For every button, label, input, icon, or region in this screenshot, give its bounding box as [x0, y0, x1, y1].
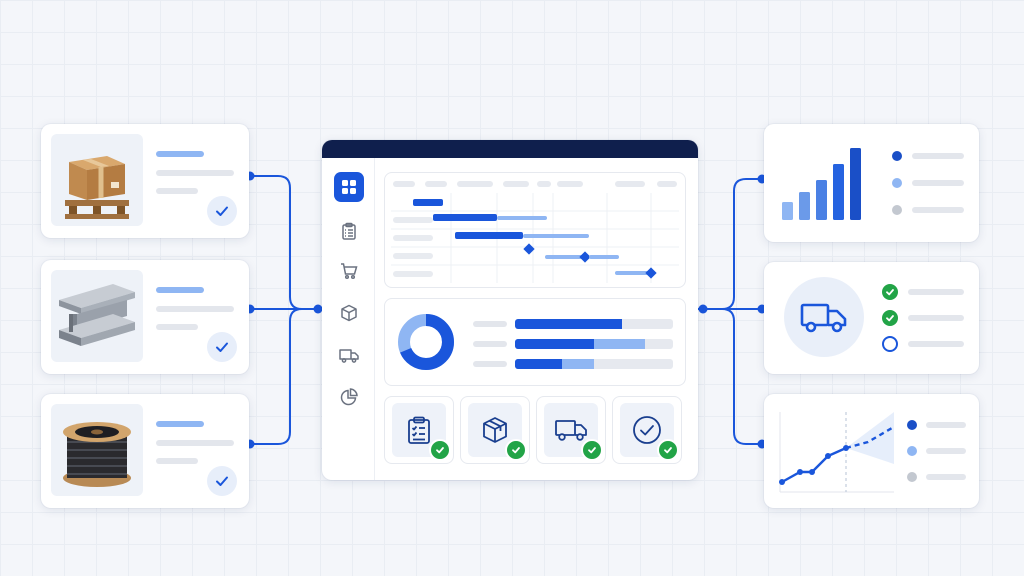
cart-icon: [341, 263, 358, 280]
sidebar-item-orders[interactable]: [334, 216, 364, 246]
window-titlebar: [322, 140, 698, 158]
output-card-forecast[interactable]: [764, 394, 979, 508]
text-placeholder: [156, 324, 198, 330]
legend-dot-light: [907, 446, 917, 456]
text-placeholder: [156, 188, 198, 194]
input-card-cable-spool[interactable]: [41, 394, 249, 508]
package-icon: [483, 417, 507, 443]
label-placeholder: [473, 341, 507, 347]
dashboard-window: [322, 140, 698, 480]
bar-chart-icon: [782, 148, 861, 220]
check-icon: [886, 289, 894, 296]
check-icon: [216, 476, 228, 486]
clipboard-icon: [342, 222, 356, 240]
thumbnail: [51, 270, 143, 362]
status-complete: [882, 284, 898, 300]
thumbnail: [51, 134, 143, 226]
gantt-panel: [384, 172, 686, 288]
success-check-badge: [505, 439, 527, 461]
empty-circle-icon: [882, 336, 898, 352]
title-placeholder: [156, 151, 204, 157]
label-placeholder: [473, 361, 507, 367]
check-icon: [216, 206, 228, 216]
package-icon: [341, 304, 357, 322]
check-icon: [216, 342, 228, 352]
text-placeholder: [156, 458, 198, 464]
pie-chart-icon: [340, 388, 358, 406]
cable-spool-icon: [63, 422, 131, 487]
truck-icon: [800, 303, 847, 333]
sidebar-item-dashboard[interactable]: [334, 172, 364, 202]
box-pallet-icon: [65, 156, 129, 219]
sidebar-item-cart[interactable]: [334, 256, 364, 286]
input-card-box-pallet[interactable]: [41, 124, 249, 238]
title-placeholder: [156, 421, 204, 427]
check-icon: [588, 447, 596, 454]
legend-label-placeholder: [926, 474, 966, 480]
check-circle-icon: [633, 416, 661, 444]
legend-dot-gray: [892, 205, 902, 215]
legend-dot-light: [892, 178, 902, 188]
status-complete: [882, 310, 898, 326]
check-icon: [886, 315, 894, 322]
legend-label-placeholder: [926, 448, 966, 454]
success-check-badge: [581, 439, 603, 461]
tile-checklist[interactable]: [384, 396, 454, 464]
status-badge: [207, 196, 237, 226]
check-icon: [436, 447, 444, 454]
legend-dot-dark: [892, 151, 902, 161]
tile-complete[interactable]: [612, 396, 682, 464]
donut-chart: [398, 314, 454, 370]
success-check-badge: [429, 439, 451, 461]
progress-bar: [515, 319, 673, 329]
status-badge: [207, 332, 237, 362]
grid-icon: [342, 180, 356, 194]
text-placeholder: [156, 440, 234, 446]
legend-label-placeholder: [926, 422, 966, 428]
label-placeholder: [473, 321, 507, 327]
check-icon: [664, 447, 672, 454]
progress-bar: [515, 339, 673, 349]
status-label-placeholder: [908, 289, 964, 295]
truck-icon: [555, 420, 587, 441]
sidebar-item-reports[interactable]: [334, 382, 364, 412]
tile-package[interactable]: [460, 396, 530, 464]
text-placeholder: [156, 170, 234, 176]
title-placeholder: [156, 287, 204, 293]
thumbnail: [51, 404, 143, 496]
action-tiles: [384, 396, 684, 464]
success-check-badge: [657, 439, 679, 461]
sidebar-item-shipping[interactable]: [334, 340, 364, 370]
sidebar-item-inventory[interactable]: [334, 298, 364, 328]
output-card-delivery[interactable]: [764, 262, 979, 374]
stats-panel: [384, 298, 686, 386]
truck-icon: [339, 349, 359, 363]
status-badge: [207, 466, 237, 496]
legend-dot-dark: [907, 420, 917, 430]
progress-bar: [515, 359, 673, 369]
legend-label-placeholder: [912, 180, 964, 186]
sidebar-divider: [374, 158, 375, 480]
check-icon: [512, 447, 520, 454]
text-placeholder: [156, 306, 234, 312]
legend-dot-gray: [907, 472, 917, 482]
status-label-placeholder: [908, 341, 964, 347]
steel-beam-icon: [59, 284, 135, 346]
clipboard-checklist-icon: [408, 416, 430, 444]
legend-label-placeholder: [912, 153, 964, 159]
gantt-chart: [391, 181, 679, 283]
truck-badge: [784, 277, 864, 357]
status-label-placeholder: [908, 315, 964, 321]
legend-label-placeholder: [912, 207, 964, 213]
line-forecast-icon: [779, 412, 894, 493]
input-card-steel-beams[interactable]: [41, 260, 249, 374]
output-card-bar-chart[interactable]: [764, 124, 979, 242]
tile-truck[interactable]: [536, 396, 606, 464]
